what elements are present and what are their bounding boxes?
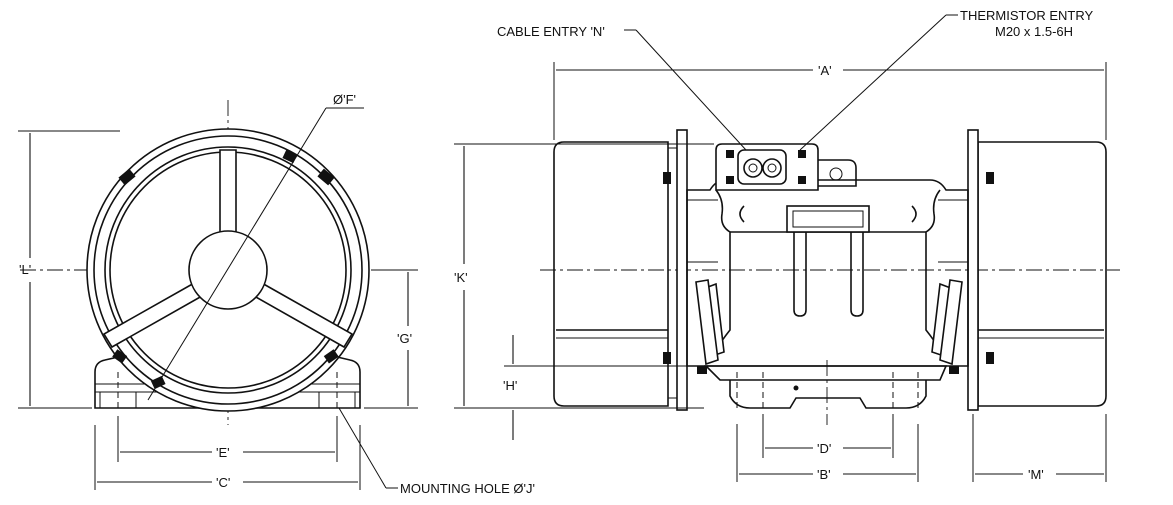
dim-e-label: 'E' — [216, 445, 230, 460]
thermistor-entry-label-line1: THERMISTOR ENTRY — [960, 8, 1093, 23]
dim-k-label: 'K' — [454, 270, 468, 285]
motor-housing — [686, 179, 969, 367]
mounting-hole-label: MOUNTING HOLE Ø'J' — [400, 481, 535, 496]
dim-f-label: Ø'F' — [333, 92, 356, 107]
dim-h-label: 'H' — [503, 378, 517, 393]
side-view: 'A' 'K' 'H' 'D' 'B' 'M' CABLE ENTRY 'N' — [454, 8, 1120, 482]
dim-c-label: 'C' — [216, 475, 230, 490]
dim-m-label: 'M' — [1028, 467, 1044, 482]
end-view: Ø'F' 'L' 'G' 'E' 'C' MOUNTING HOLE Ø'J' — [18, 92, 535, 496]
dim-a-label: 'A' — [818, 63, 832, 78]
dim-d-label: 'D' — [817, 441, 831, 456]
dim-g-label: 'G' — [397, 331, 412, 346]
side-view-base — [663, 172, 994, 409]
dim-l-label: 'L' — [19, 262, 31, 277]
eccentric-weight-disc — [86, 128, 370, 412]
dim-b-label: 'B' — [817, 467, 831, 482]
terminal-box — [715, 143, 857, 191]
thermistor-entry-label-line2: M20 x 1.5-6H — [995, 24, 1073, 39]
cable-entry-label: CABLE ENTRY 'N' — [497, 24, 605, 39]
